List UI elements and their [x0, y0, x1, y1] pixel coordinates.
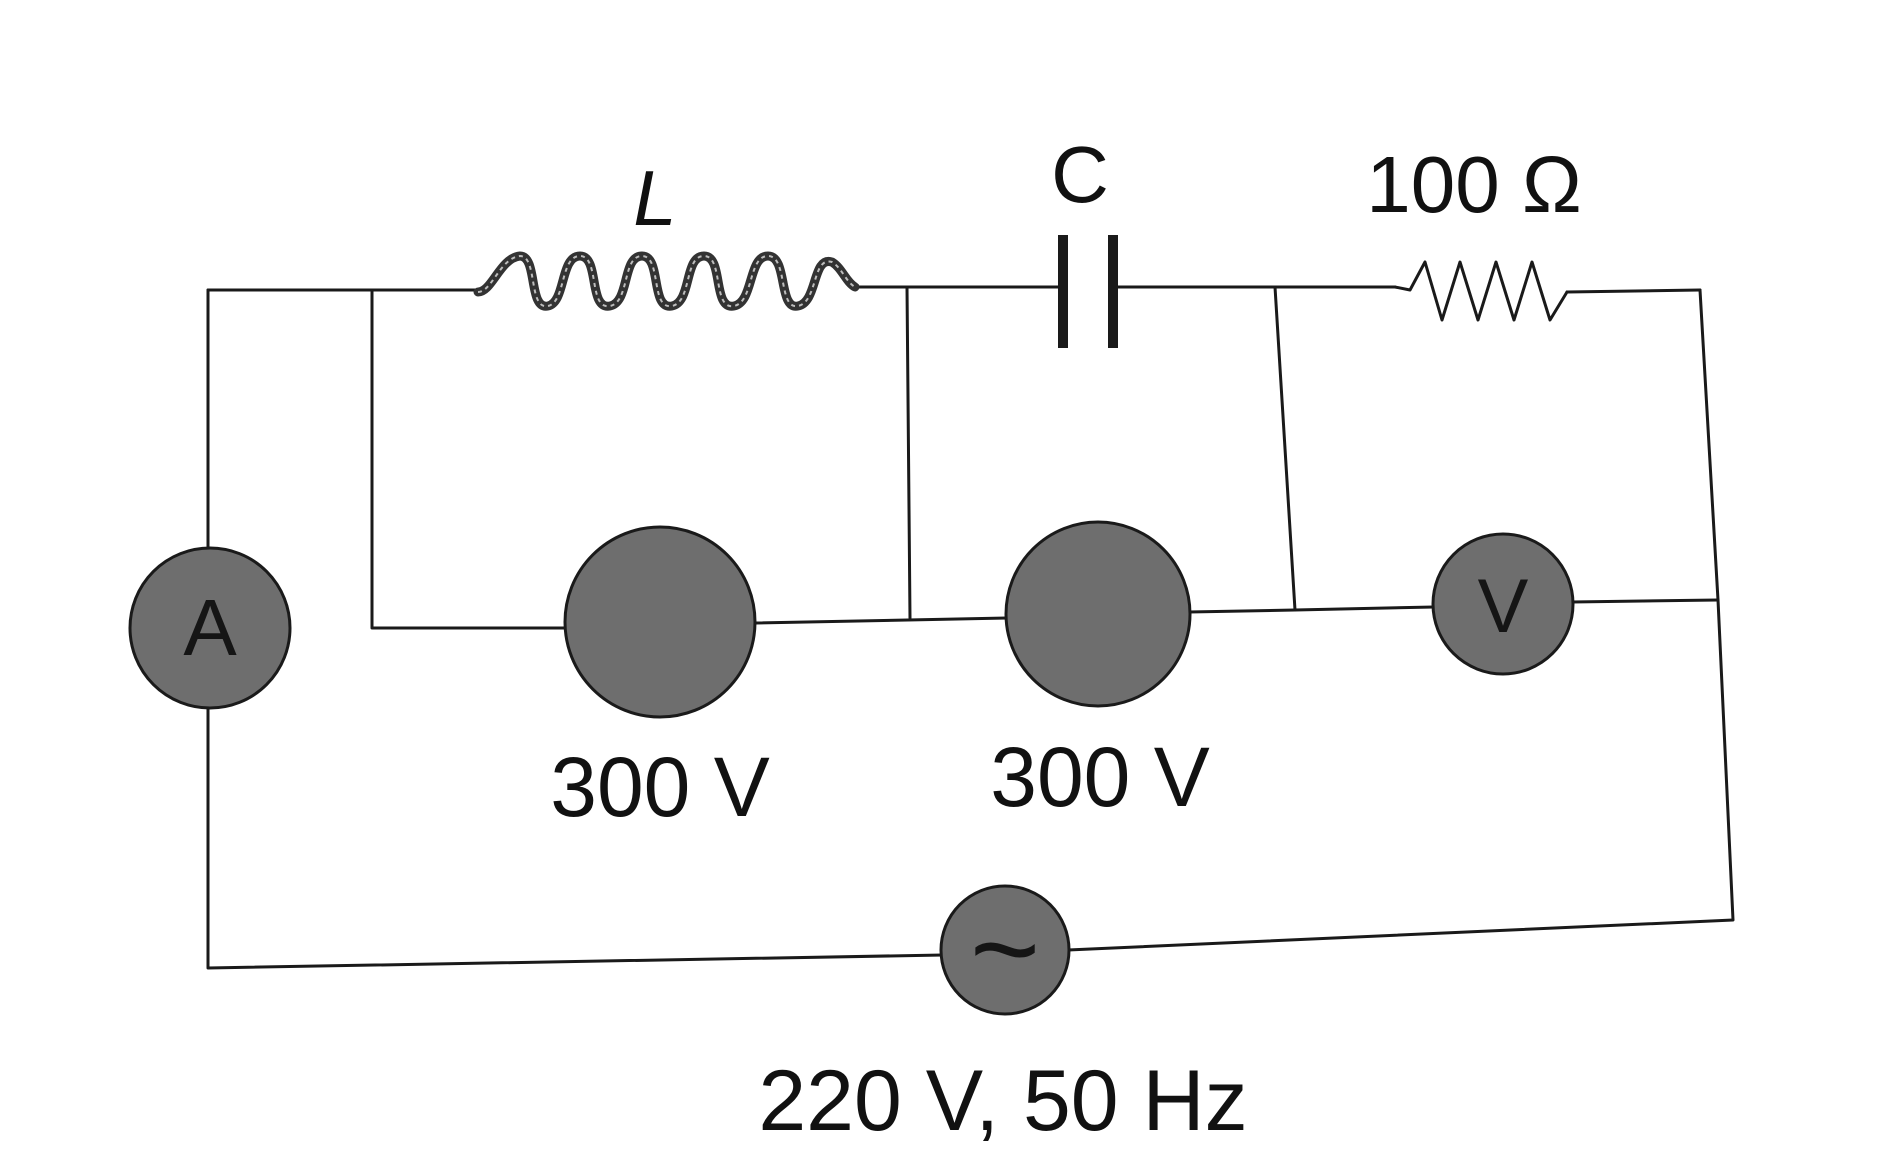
- vm3-right-wire: [1570, 598, 1720, 604]
- source-rating: 220 V, 50 Hz: [758, 1053, 1247, 1149]
- tap-c-right: [1273, 285, 1436, 612]
- resistor-label: 100 Ω: [1366, 140, 1582, 229]
- ammeter: A: [128, 546, 292, 710]
- bottom-wire-right: [1066, 288, 1735, 952]
- vm1-right-wire: [754, 616, 1009, 625]
- capacitor-label: C: [1051, 130, 1109, 219]
- tap-l-left: [370, 288, 567, 630]
- capacitor: [1058, 235, 1118, 348]
- inductor-coil: [473, 251, 860, 311]
- voltmeter-capacitor-reading: 300 V: [990, 730, 1210, 824]
- left-wire-bottom: [206, 706, 945, 970]
- vm2-right-wire: [1187, 608, 1297, 614]
- ac-source: ~: [939, 882, 1071, 1016]
- voltmeter-capacitor: [1004, 520, 1192, 708]
- voltmeter-resistor: V: [1431, 532, 1575, 676]
- source-symbol: ~: [970, 882, 1040, 1016]
- top-wire-end: [1565, 288, 1702, 294]
- inductor-label: L: [633, 154, 676, 242]
- inductor: [456, 251, 860, 311]
- tap-l-right: [905, 285, 912, 620]
- voltmeter-inductor-reading: 300 V: [550, 740, 770, 834]
- voltmeter-resistor-label: V: [1478, 564, 1529, 649]
- voltmeter-inductor: [563, 525, 757, 719]
- resistor: [1393, 260, 1569, 322]
- ammeter-label: A: [183, 583, 237, 672]
